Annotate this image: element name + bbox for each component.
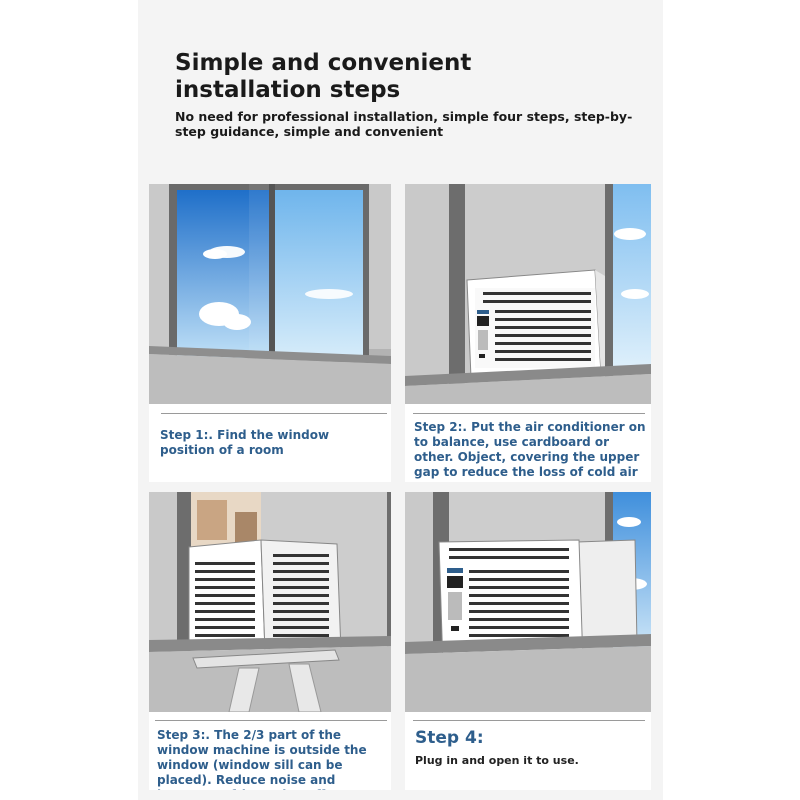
step-3-illustration [149, 492, 391, 790]
step-4-divider [413, 720, 645, 721]
step-2-card: Step 2:. Put the air conditioner on to b… [405, 184, 651, 482]
step-3-card: Step 3:. The 2/3 part of the window mach… [149, 492, 391, 790]
step-4-card: Step 4: Plug in and open it to use. [405, 492, 651, 790]
step-4-illustration [405, 492, 651, 790]
step-2-divider [413, 413, 645, 414]
step-4-title: Step 4: [415, 728, 484, 748]
step-1-illustration [149, 184, 391, 482]
step-2-illustration [405, 184, 651, 482]
step-1-divider [161, 413, 387, 414]
step-2-text: Step 2:. Put the air conditioner on to b… [414, 420, 646, 479]
step-3-divider [155, 720, 387, 721]
step-3-text: Step 3:. The 2/3 part of the window mach… [157, 728, 367, 790]
page-title: Simple and convenient installation steps [175, 50, 472, 103]
page-subtitle: No need for professional installation, s… [175, 109, 633, 139]
step-1-text: Step 1:. Find the window position of a r… [160, 428, 330, 457]
step-1-card: Step 1:. Find the window position of a r… [149, 184, 391, 482]
step-4-text: Plug in and open it to use. [415, 754, 579, 767]
